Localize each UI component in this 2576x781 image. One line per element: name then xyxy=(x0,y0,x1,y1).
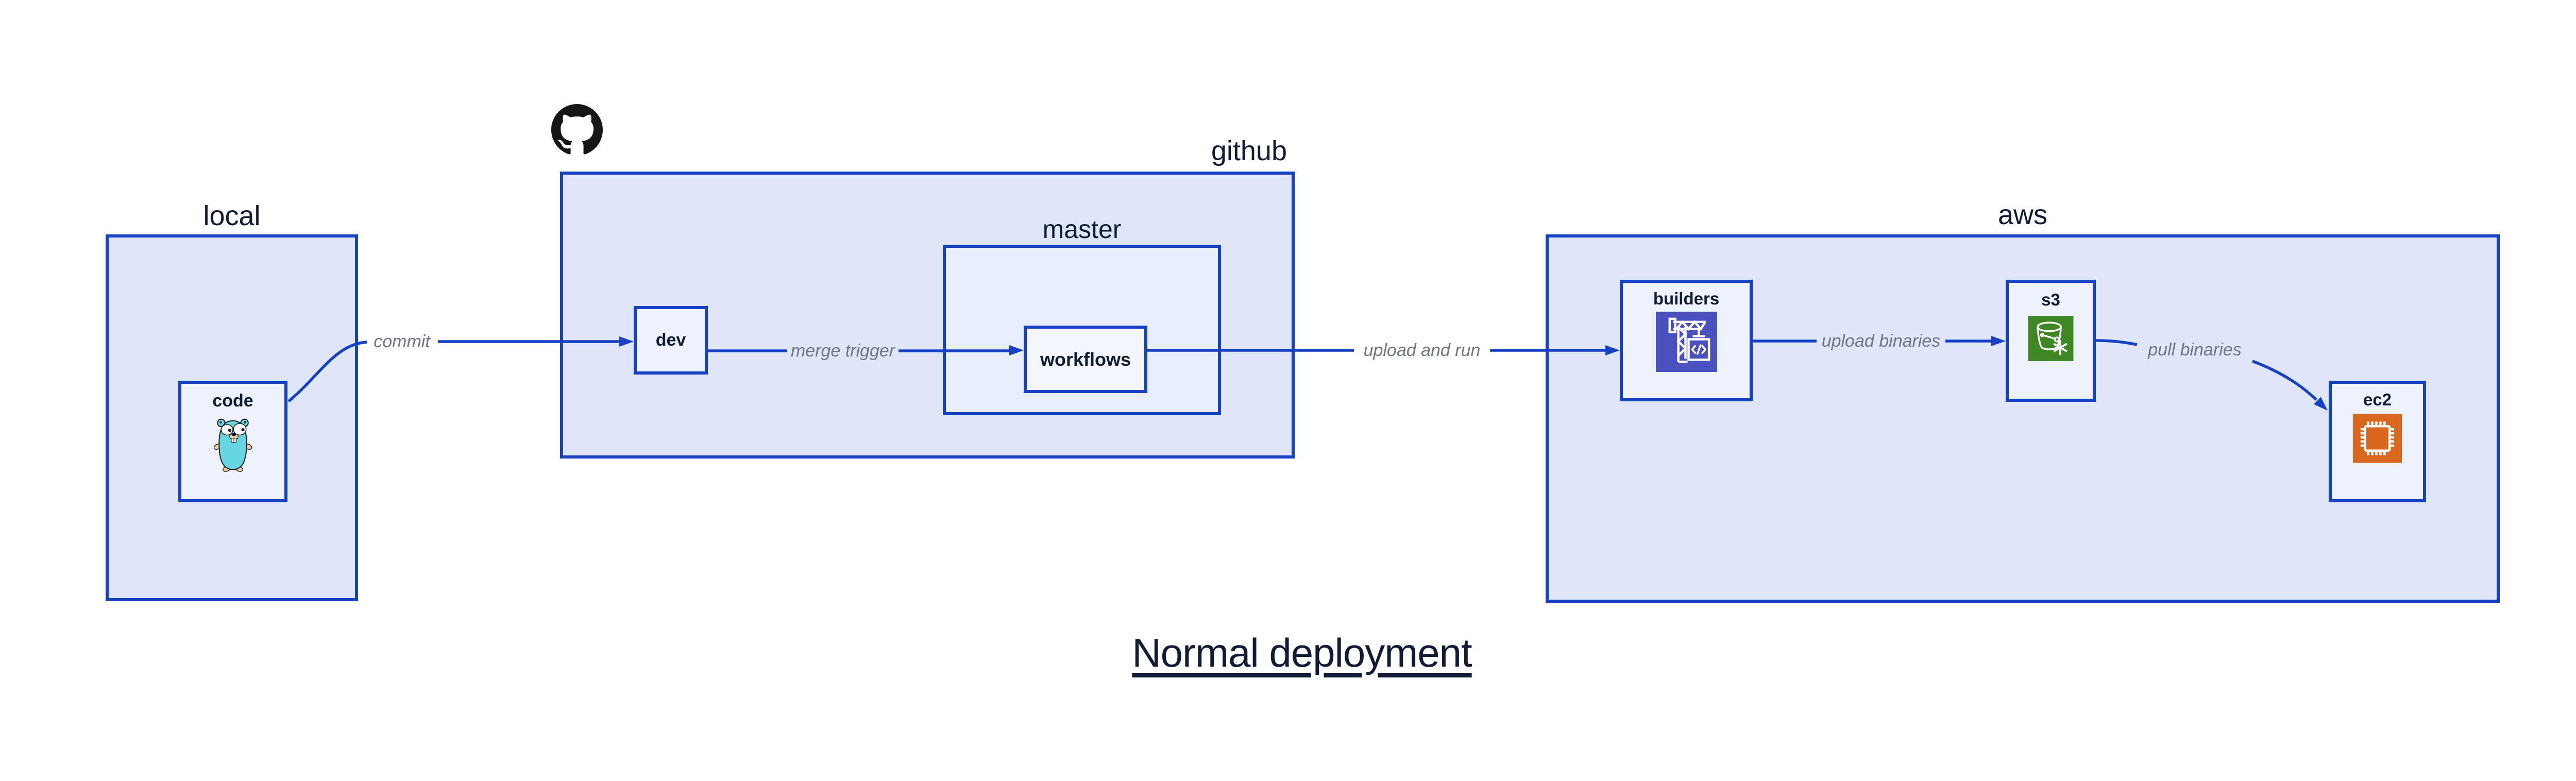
group-aws-label: aws xyxy=(1997,199,2048,230)
group-master-label: master xyxy=(1042,215,1122,244)
go-gopher-icon xyxy=(214,418,252,472)
node-code: code xyxy=(178,381,287,502)
node-builders: builders xyxy=(1620,280,1753,401)
edge-merge-label: merge trigger xyxy=(790,341,895,361)
edge-commit-label: commit xyxy=(374,332,430,351)
group-local-label: local xyxy=(203,200,261,231)
aws-codebuild-icon xyxy=(1655,312,1717,372)
node-dev: dev xyxy=(634,306,708,375)
diagram-title: Normal deployment xyxy=(1132,630,1472,675)
node-code-label: code xyxy=(212,391,253,411)
node-s3-label: s3 xyxy=(2041,290,2060,309)
node-builders-label: builders xyxy=(1653,289,1720,308)
edge-pullbin-label: pull binaries xyxy=(2148,340,2242,360)
node-dev-label: dev xyxy=(655,330,686,350)
github-logo-icon xyxy=(551,104,603,155)
node-workflows: workflows xyxy=(1024,326,1147,393)
aws-s3-icon xyxy=(2028,316,2074,361)
group-github-label: github xyxy=(1211,135,1287,166)
node-ec2-label: ec2 xyxy=(2363,390,2392,409)
node-workflows-label: workflows xyxy=(1040,348,1131,370)
node-s3: s3 xyxy=(2006,280,2096,402)
edge-uploadrun-label: upload and run xyxy=(1363,341,1481,360)
edge-uploadbin-label: upload binaries xyxy=(1821,331,1941,351)
aws-ec2-icon xyxy=(2353,414,2402,463)
node-ec2: ec2 xyxy=(2329,381,2426,502)
